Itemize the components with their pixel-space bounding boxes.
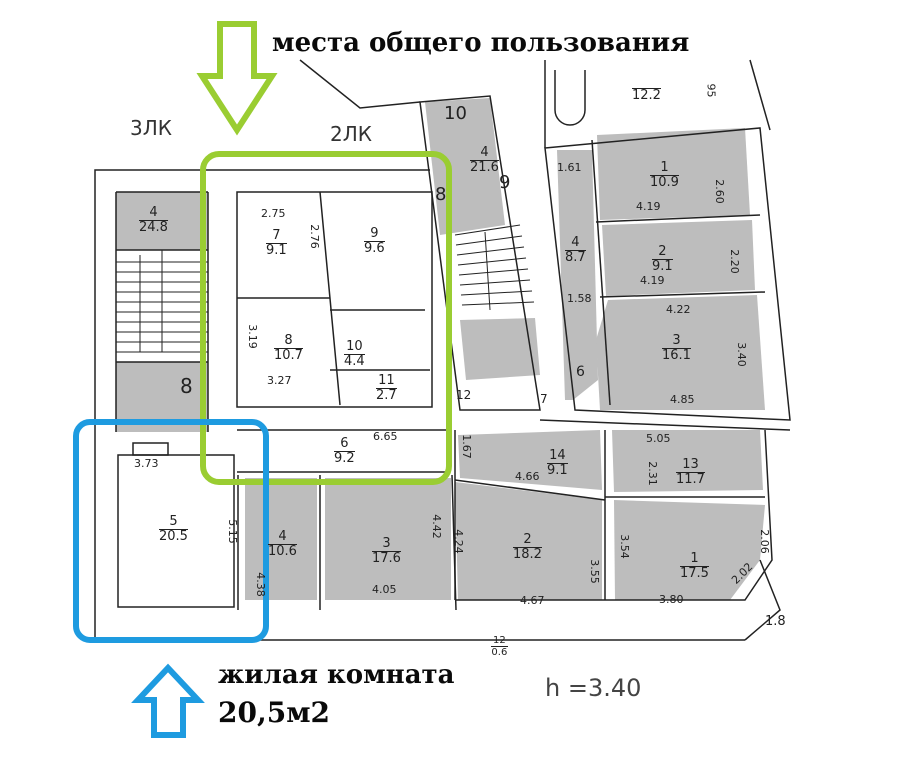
dimension-label: 4.42 [429,514,443,539]
dimension-label: 6.65 [373,430,398,443]
dimension-label: 1.8 [765,614,786,629]
arrow-up-icon [131,663,205,738]
living-room-frame [73,419,269,643]
arrow-down-icon [196,21,278,136]
stair-label-3: 3ЛК [130,116,172,140]
room-number: 10 [444,103,467,124]
dimension-label: 4.19 [636,200,661,213]
room-number: 8 [180,374,193,398]
room-number: 6 [576,364,585,380]
dimension-label: 2.31 [645,461,659,486]
dimension-label: 4.22 [666,303,691,316]
dimension-label: 1.67 [459,434,473,459]
dimension-label: 2.76 [307,224,321,249]
ceiling-height: h =3.40 [545,674,642,702]
dimension-label: 4.66 [515,470,540,483]
dimension-label: 3.19 [245,324,259,349]
dimension-label: 2.75 [261,207,286,220]
dimension-label: 5.05 [646,432,671,445]
dimension-label: 3.55 [587,559,601,584]
living-room-heading: жилая комната [218,660,455,690]
dimension-label: 4.05 [372,583,397,596]
living-room-area: 20,5м2 [218,696,330,729]
room-label: 12.2 [632,88,661,103]
dimension-label: 3.80 [659,593,684,606]
dimension-label: 3.27 [267,374,292,387]
dimension-label: 1.58 [567,292,592,305]
dimension-label: 95 [704,83,718,98]
room-fills [116,98,765,600]
dimension-label: 4.67 [520,594,545,607]
room-number: 12 [456,388,472,402]
dimension-label: 2.20 [727,249,741,274]
dimension-label: 4.19 [640,274,665,287]
dimension-label: 3.40 [734,342,748,367]
dimension-label: 4.24 [451,529,465,554]
dimension-label: 4.85 [670,393,695,406]
dimension-label: 3.54 [617,534,631,559]
stair-label-2: 2ЛК [330,122,372,146]
dimension-label: 3.73 [134,457,159,470]
common-areas-frame [200,151,452,485]
dimension-label: 2.60 [712,179,726,204]
dimension-label: 2.06 [757,529,771,554]
room-number: 7 [540,392,548,406]
room-number: 8 [435,184,447,205]
dimension-label: 1.61 [557,161,582,174]
dimension-label: 5.15 [225,519,239,544]
room-number: 9 [499,172,511,193]
dimension-label: 4.38 [253,572,267,597]
common-areas-heading: места общего пользования [272,28,690,58]
walls [94,59,791,641]
